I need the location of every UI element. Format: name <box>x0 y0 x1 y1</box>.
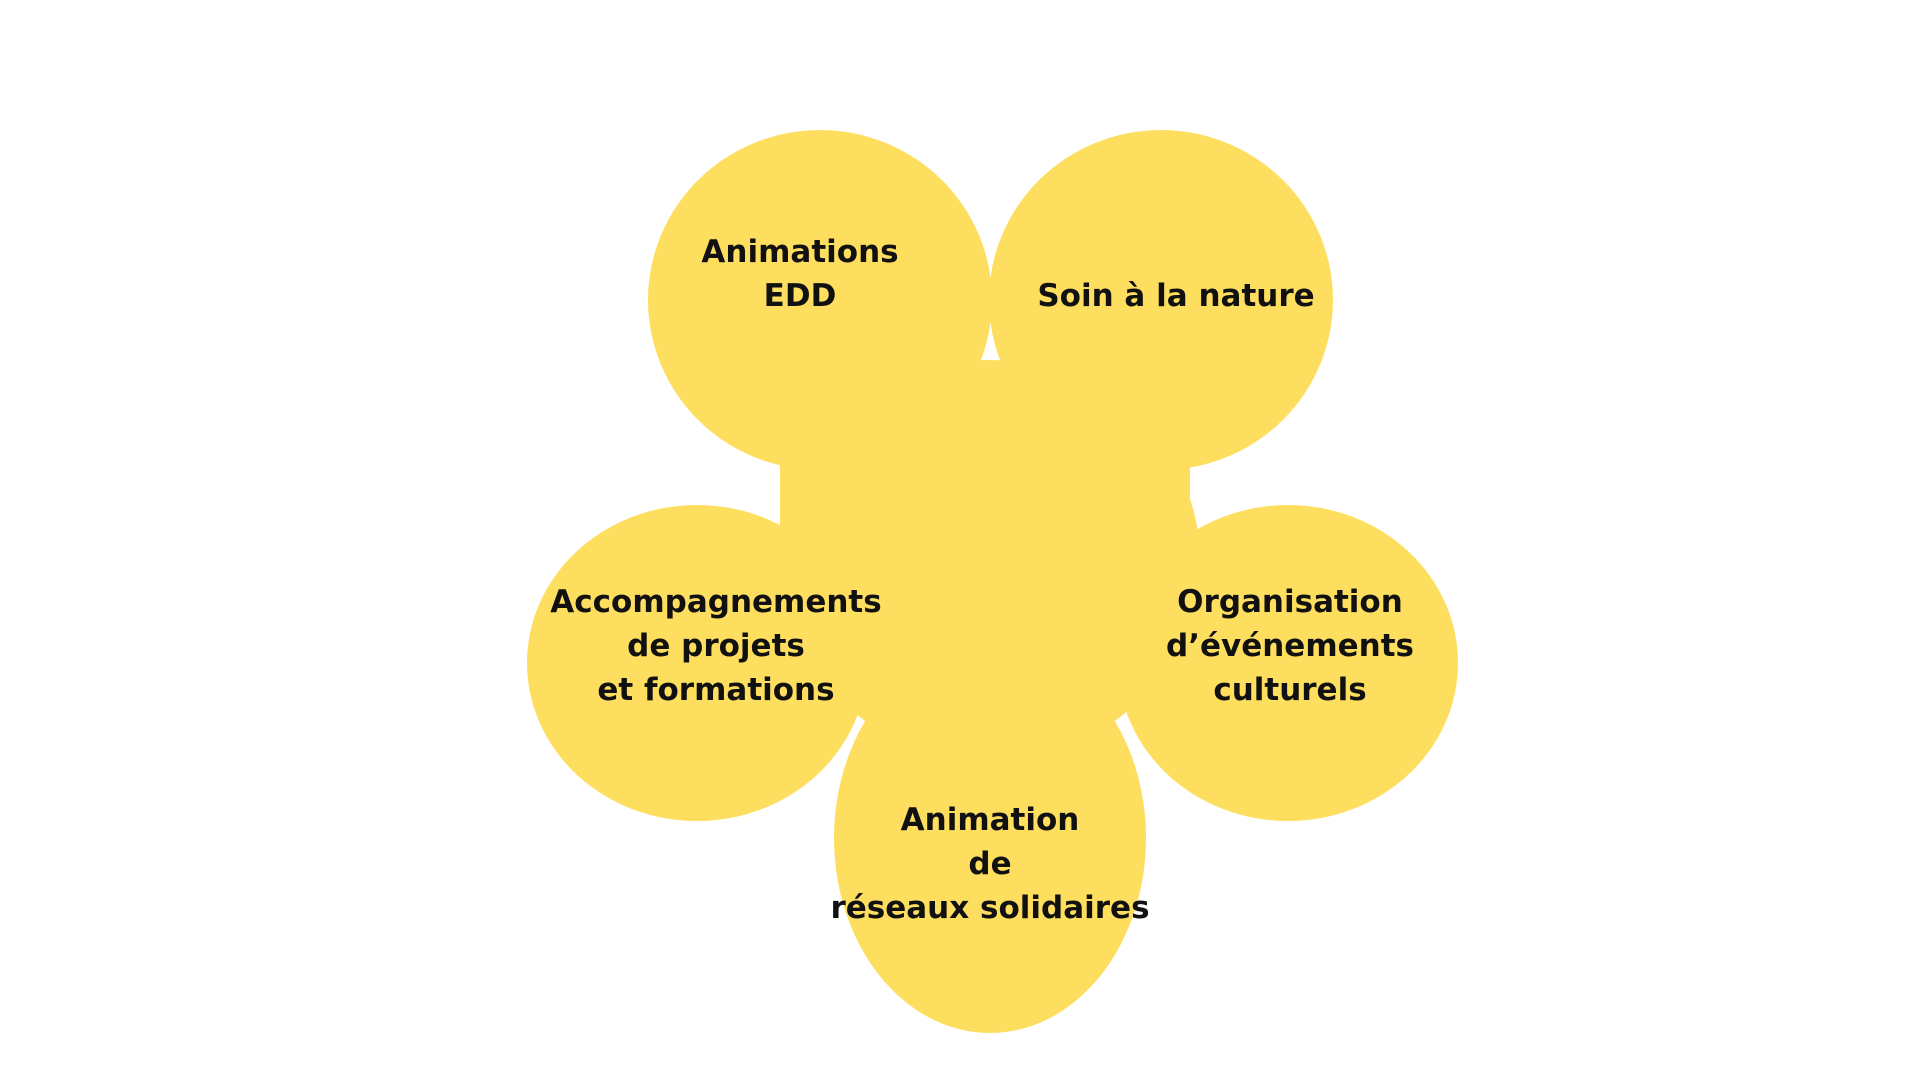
petal-top-right <box>989 130 1333 470</box>
petal-label-line: et formations <box>597 672 835 708</box>
petal-label-animations-edd: Animations EDD <box>701 230 898 318</box>
petal-label-line: Organisation <box>1177 584 1403 620</box>
petal-label-line: Accompagnements <box>550 584 882 620</box>
petal-label-line: d’événements <box>1166 628 1414 664</box>
petal-label-line: culturels <box>1213 672 1367 708</box>
petal-label-line: Animation <box>900 802 1080 838</box>
petal-label-accompagnements: Accompagnements de projets et formations <box>550 580 881 712</box>
notch-fill-right <box>1040 460 1190 620</box>
petal-label-line: de projets <box>627 628 805 664</box>
petal-label-line: réseaux solidaires <box>830 890 1150 926</box>
petal-label-line: Soin à la nature <box>1037 278 1315 314</box>
petal-top-left <box>648 130 992 470</box>
petal-right <box>1118 505 1458 821</box>
notch-fill-left <box>780 460 930 620</box>
petal-label-soin-nature: Soin à la nature <box>1037 274 1314 318</box>
petal-label-line: Animations <box>701 234 899 270</box>
petal-label-line: de <box>968 846 1012 882</box>
petal-label-reseaux: Animation de réseaux solidaires <box>830 798 1149 930</box>
petal-label-organisation: Organisation d’événements culturels <box>1166 580 1414 712</box>
petal-label-line: EDD <box>763 278 837 314</box>
petal-bottom <box>834 643 1146 1033</box>
